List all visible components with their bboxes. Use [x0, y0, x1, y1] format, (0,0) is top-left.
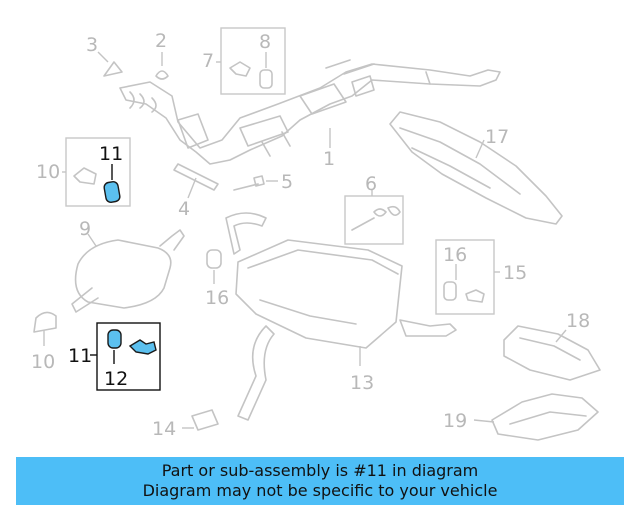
callout-12: 12 — [104, 368, 128, 390]
banner-line-2: Diagram may not be specific to your vehi… — [142, 481, 498, 500]
part-13-rear-muffler — [235, 239, 457, 366]
pipe-intermediate — [225, 212, 275, 421]
callout-14: 14 — [152, 418, 176, 440]
callout-3: 3 — [86, 34, 98, 56]
part-16-mount-left — [206, 249, 222, 284]
part-16-box-right — [435, 239, 500, 315]
callout-9: 9 — [79, 218, 91, 240]
part-5-bolt — [233, 175, 278, 191]
callout-19: 19 — [443, 410, 467, 432]
part-11-mount-upper — [103, 181, 121, 203]
callout-11-lower: 11 — [68, 345, 92, 367]
part-10-hanger-lower — [33, 311, 57, 346]
callout-8: 8 — [259, 31, 271, 53]
callout-10-upper: 10 — [36, 161, 60, 183]
part-11-box-lower — [90, 322, 161, 391]
info-banner: Part or sub-assembly is #11 in diagram D… — [16, 457, 624, 505]
callout-15: 15 — [503, 262, 527, 284]
part-18-shield — [503, 325, 601, 381]
part-14-clamp — [182, 409, 219, 431]
callout-13: 13 — [350, 372, 374, 394]
callout-11-upper: 11 — [99, 143, 123, 165]
callout-18: 18 — [566, 310, 590, 332]
part-3-shield — [97, 51, 123, 77]
callout-10-lower: 10 — [31, 351, 55, 373]
part-19-shield — [473, 393, 599, 441]
part-9-muffler — [71, 229, 185, 313]
part-11-mount-lower — [107, 329, 122, 349]
callout-5: 5 — [281, 171, 293, 193]
callout-16-box: 16 — [443, 244, 467, 266]
part-12-bracket — [128, 339, 157, 355]
part-17-heat-shield — [389, 111, 563, 225]
part-10-box-upper — [62, 137, 131, 207]
part-6-box — [344, 190, 404, 245]
callout-6: 6 — [365, 173, 377, 195]
callout-7: 7 — [202, 50, 214, 72]
part-7-box — [216, 27, 286, 95]
callout-2: 2 — [155, 30, 167, 52]
part-1-front-pipe — [119, 59, 501, 165]
part-4-bracket — [173, 163, 219, 199]
callout-16-left: 16 — [205, 287, 229, 309]
part-2-nut — [155, 52, 169, 80]
callout-4: 4 — [178, 198, 190, 220]
banner-line-1: Part or sub-assembly is #11 in diagram — [161, 461, 479, 480]
callout-17: 17 — [485, 126, 509, 148]
exhaust-system-diagram: 1 2 3 4 5 6 7 8 9 10 10 11 11 12 13 14 1… — [31, 27, 601, 441]
callout-1: 1 — [323, 148, 335, 170]
